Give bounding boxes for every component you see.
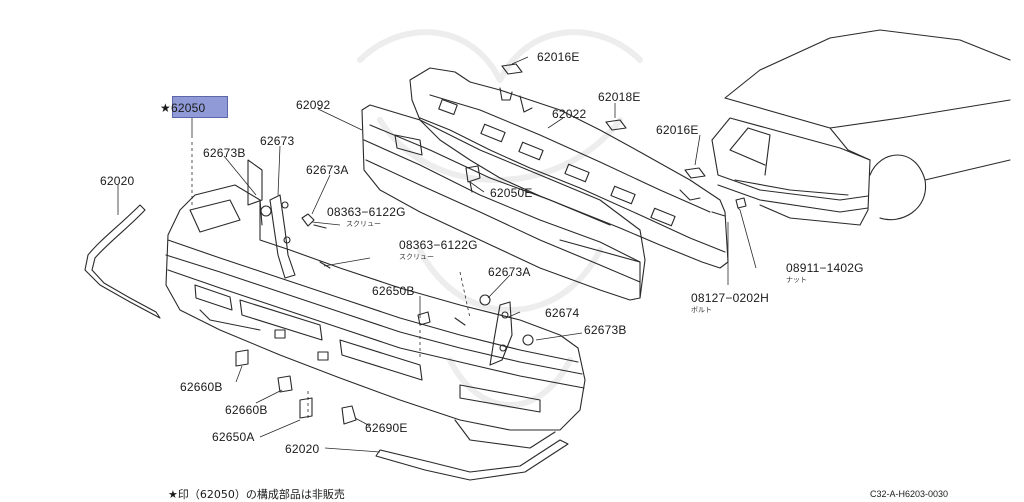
- part-label-62660B-a[interactable]: 62660B: [180, 380, 223, 394]
- bumper-fascia: [165, 184, 586, 449]
- part-label-08911[interactable]: 08911−1402G: [786, 261, 864, 275]
- part-sublabel-nut: ナット: [786, 276, 807, 284]
- energy-absorber: [361, 104, 646, 301]
- part-label-62016E-right[interactable]: 62016E: [656, 123, 699, 137]
- part-label-62022[interactable]: 62022: [552, 107, 587, 121]
- part-sublabel-bolt: ボルト: [691, 306, 712, 314]
- part-label-62050E[interactable]: 62050E: [490, 186, 533, 200]
- footnote-not-sold: ★印（62050）の構成部品は非販売: [168, 488, 345, 501]
- part-label-62673A-top[interactable]: 62673A: [306, 163, 349, 177]
- lower-molding-bottom: [375, 439, 569, 481]
- part-label-62650A[interactable]: 62650A: [212, 430, 255, 444]
- part-sublabel-screw-mid: スクリュー: [399, 253, 434, 261]
- car-body-outline: [711, 29, 1011, 226]
- part-label-62092[interactable]: 62092: [296, 98, 331, 112]
- leader-lines: [117, 56, 757, 453]
- side-brackets: [247, 159, 513, 366]
- fasteners: [235, 165, 747, 425]
- part-label-08363-mid[interactable]: 08363−6122G: [399, 238, 478, 252]
- part-label-62674[interactable]: 62674: [545, 306, 580, 320]
- part-label-08127[interactable]: 08127−0202H: [691, 291, 769, 305]
- part-label-62650B[interactable]: 62650B: [372, 284, 415, 298]
- part-label-62050[interactable]: ★62050: [160, 101, 206, 115]
- diagram-code: C32-A-H6203-0030: [870, 489, 949, 499]
- part-label-62020-left[interactable]: 62020: [100, 174, 135, 188]
- selected-part-highlight: [172, 96, 228, 118]
- adhesive-tapes: [501, 63, 706, 179]
- part-label-62673B-top[interactable]: 62673B: [203, 146, 246, 160]
- part-label-62690E[interactable]: 62690E: [365, 421, 408, 435]
- part-label-62020-bottom[interactable]: 62020: [285, 442, 320, 456]
- part-sublabel-screw-top: スクリュー: [346, 220, 381, 228]
- part-label-62016E-top[interactable]: 62016E: [537, 50, 580, 64]
- part-label-62018E[interactable]: 62018E: [598, 90, 641, 104]
- part-label-62660B-b[interactable]: 62660B: [225, 403, 268, 417]
- part-label-62673-top[interactable]: 62673: [260, 134, 295, 148]
- part-label-62673A-mid[interactable]: 62673A: [488, 265, 531, 279]
- side-molding-left: [84, 204, 161, 319]
- part-label-62673B-mid[interactable]: 62673B: [584, 323, 627, 337]
- part-label-08363-top[interactable]: 08363−6122G: [327, 205, 406, 219]
